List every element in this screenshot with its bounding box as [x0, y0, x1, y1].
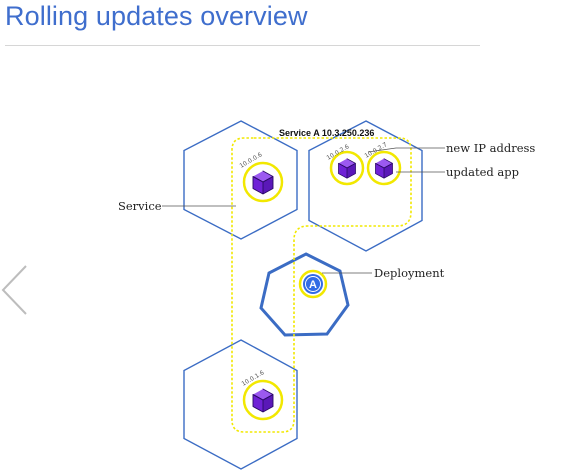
- pod-3: 10.0.2.7: [364, 141, 402, 186]
- title-divider: [5, 45, 480, 46]
- service-callout-label: Service: [118, 199, 162, 213]
- service-label: Service A 10.3.250.236: [279, 128, 374, 138]
- node-hexagon-2: [308, 120, 423, 252]
- updated-app-callout-label: updated app: [446, 165, 519, 179]
- deployment-letter: A: [309, 279, 317, 291]
- node-hexagon-3: [183, 339, 298, 470]
- callout-line-new-ip: [367, 147, 445, 153]
- deployment-icon: A: [298, 269, 328, 299]
- new-ip-callout-label: new IP address: [446, 141, 535, 155]
- deployment-callout-label: Deployment: [374, 266, 445, 280]
- node-hexagon-1: [183, 120, 298, 240]
- chevron-left-icon[interactable]: [0, 262, 30, 318]
- page-title: Rolling updates overview: [5, 1, 308, 31]
- service-boundary: [231, 137, 412, 433]
